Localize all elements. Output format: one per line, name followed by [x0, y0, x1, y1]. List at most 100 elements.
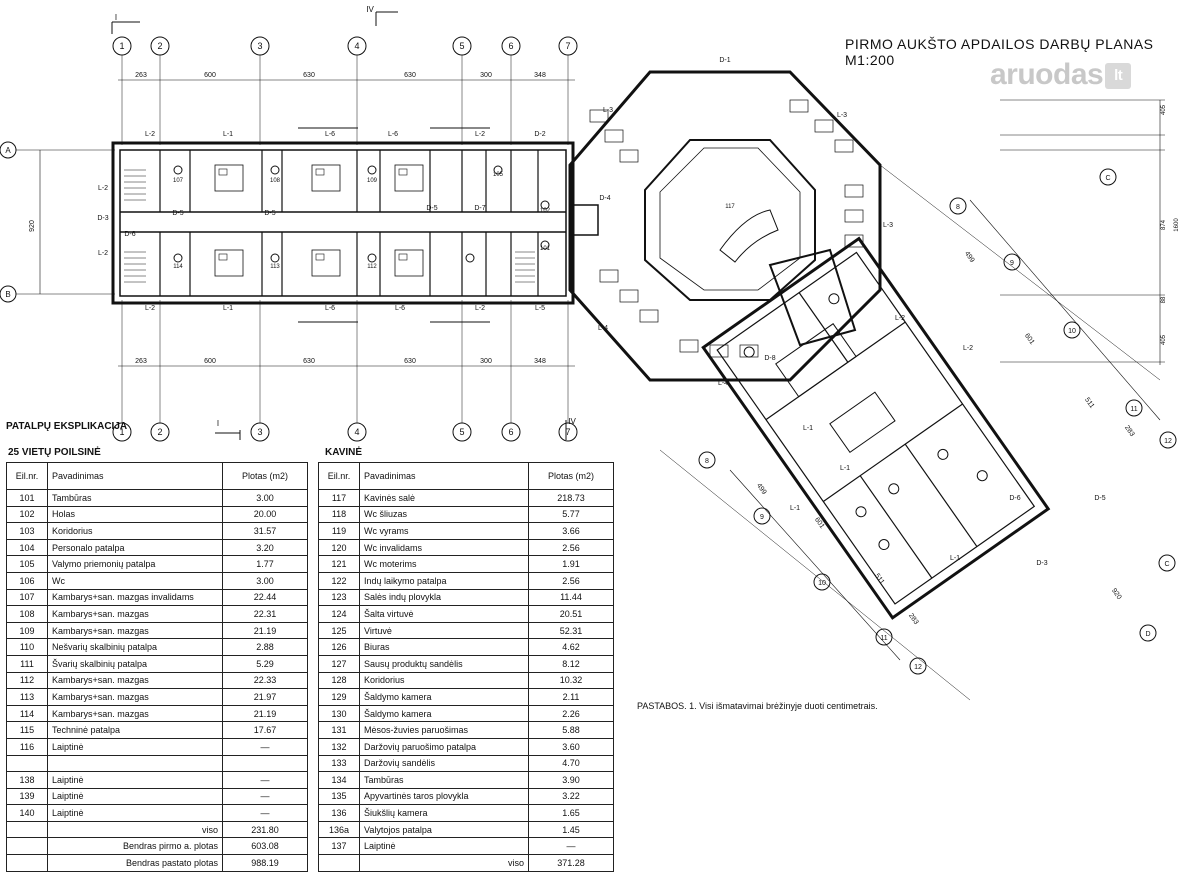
room-area: 4.70	[528, 754, 614, 773]
room-name: Kambarys+san. mazgas	[47, 671, 223, 690]
door-label: D-3	[1036, 560, 1047, 567]
room-number-circle	[367, 165, 377, 175]
room-area: 3.00	[222, 489, 308, 507]
axis-bubble	[1159, 431, 1177, 449]
room-area: 2.11	[528, 688, 614, 706]
axis-label: 3	[257, 427, 262, 437]
room-number: 103	[6, 522, 48, 540]
table-icon	[619, 149, 639, 163]
room-area: —	[528, 837, 614, 856]
dimension-text: 499	[963, 250, 975, 264]
room-name: Švarių skalbinių patalpa	[47, 654, 223, 673]
room-area: 5.29	[222, 654, 308, 673]
room-number-circle	[540, 200, 550, 210]
room-name: Šalta virtuvė	[359, 605, 529, 623]
room-name: Tambūras	[359, 771, 529, 789]
door-label: D-5	[172, 210, 183, 217]
pillow-icon	[315, 168, 325, 176]
room-name: Laiptinė	[359, 837, 529, 856]
table-header-row: Eil.nr. Pavadinimas Plotas (m2)	[6, 462, 308, 490]
room-name: Personalo patalpa	[47, 538, 223, 557]
room-number: 132	[318, 737, 360, 756]
room-number: 102	[6, 505, 48, 524]
axis-label: 12	[1164, 438, 1172, 445]
table-icon	[604, 129, 624, 143]
room-area: 1.65	[528, 804, 614, 822]
col-area-header: Plotas (m2)	[222, 462, 308, 490]
room-number: 138	[6, 771, 48, 789]
axis-label: 4	[354, 41, 359, 51]
door-label: D-1	[719, 57, 730, 64]
bed-icon	[394, 249, 424, 277]
room-number: 121	[318, 555, 360, 573]
room-number: 105	[6, 555, 48, 573]
room-area: 21.19	[222, 704, 308, 723]
room-area: 21.19	[222, 621, 308, 640]
room-name: Salės indų plovykla	[359, 588, 529, 607]
room-number: 109	[6, 621, 48, 640]
wing-inner-wall	[119, 149, 567, 297]
room-number: 137	[318, 837, 360, 856]
room-area: 22.33	[222, 671, 308, 690]
axis-label: 11	[1130, 406, 1137, 413]
axis-bubble	[1063, 321, 1081, 339]
door-label: L-1	[223, 305, 233, 312]
col-nr-header: Eil.nr.	[318, 462, 360, 490]
total-label: Bendras pastato plotas	[47, 854, 223, 872]
door-label: L-6	[325, 131, 335, 138]
room-number: 114	[6, 704, 48, 723]
room-number: 125	[318, 621, 360, 640]
door-label: L-4	[598, 325, 608, 332]
room-number-circle	[937, 448, 949, 460]
dimension-text: 405	[1161, 104, 1167, 115]
pillow-icon	[218, 253, 228, 261]
door-label: L-1	[803, 425, 813, 432]
axis-label: 6	[508, 41, 513, 51]
col-area-header: Plotas (m2)	[528, 462, 614, 490]
empty-cell	[318, 854, 360, 872]
room-area: 2.26	[528, 704, 614, 723]
room-name: Koridorius	[47, 522, 223, 540]
room-number: 101	[6, 489, 48, 507]
room-number: 134	[318, 771, 360, 789]
room-name: Tambūras	[47, 489, 223, 507]
room-name: Wc vyrams	[359, 522, 529, 540]
room-number: 111	[6, 654, 48, 673]
room-name: Nešvarių skalbinių patalpa	[47, 638, 223, 656]
total-value: 371.28	[528, 854, 614, 872]
room-area: 31.57	[222, 522, 308, 540]
col-name-header: Pavadinimas	[47, 462, 223, 490]
room-number: 136a	[318, 820, 360, 839]
dimension-text: 874	[1161, 219, 1167, 230]
cafe-inner-ring	[659, 147, 801, 291]
bed-icon	[311, 249, 341, 277]
door-label: L-2	[963, 345, 973, 352]
kitchen-inner-wall	[716, 251, 1036, 605]
room-number: 108	[270, 178, 281, 184]
axis-label: 9	[1010, 260, 1014, 267]
axis-bubble	[1139, 624, 1157, 642]
total-value: 988.19	[222, 854, 308, 872]
room-name: Laiptinė	[47, 787, 223, 806]
axis-label: 12	[914, 664, 922, 671]
dimension-text: 283	[1123, 424, 1135, 438]
room-area: —	[222, 771, 308, 789]
axis-bubble	[949, 197, 967, 215]
door-label: L-2	[145, 131, 155, 138]
door-label: D-5	[1094, 495, 1105, 502]
room-name: Sausų produktų sandėlis	[359, 654, 529, 673]
room-area: 218.73	[528, 489, 614, 507]
room-area: 3.00	[222, 571, 308, 590]
drawing-title: PIRMO AUKŠTO APDAILOS DARBŲ PLANAS M1:20…	[845, 36, 1154, 68]
